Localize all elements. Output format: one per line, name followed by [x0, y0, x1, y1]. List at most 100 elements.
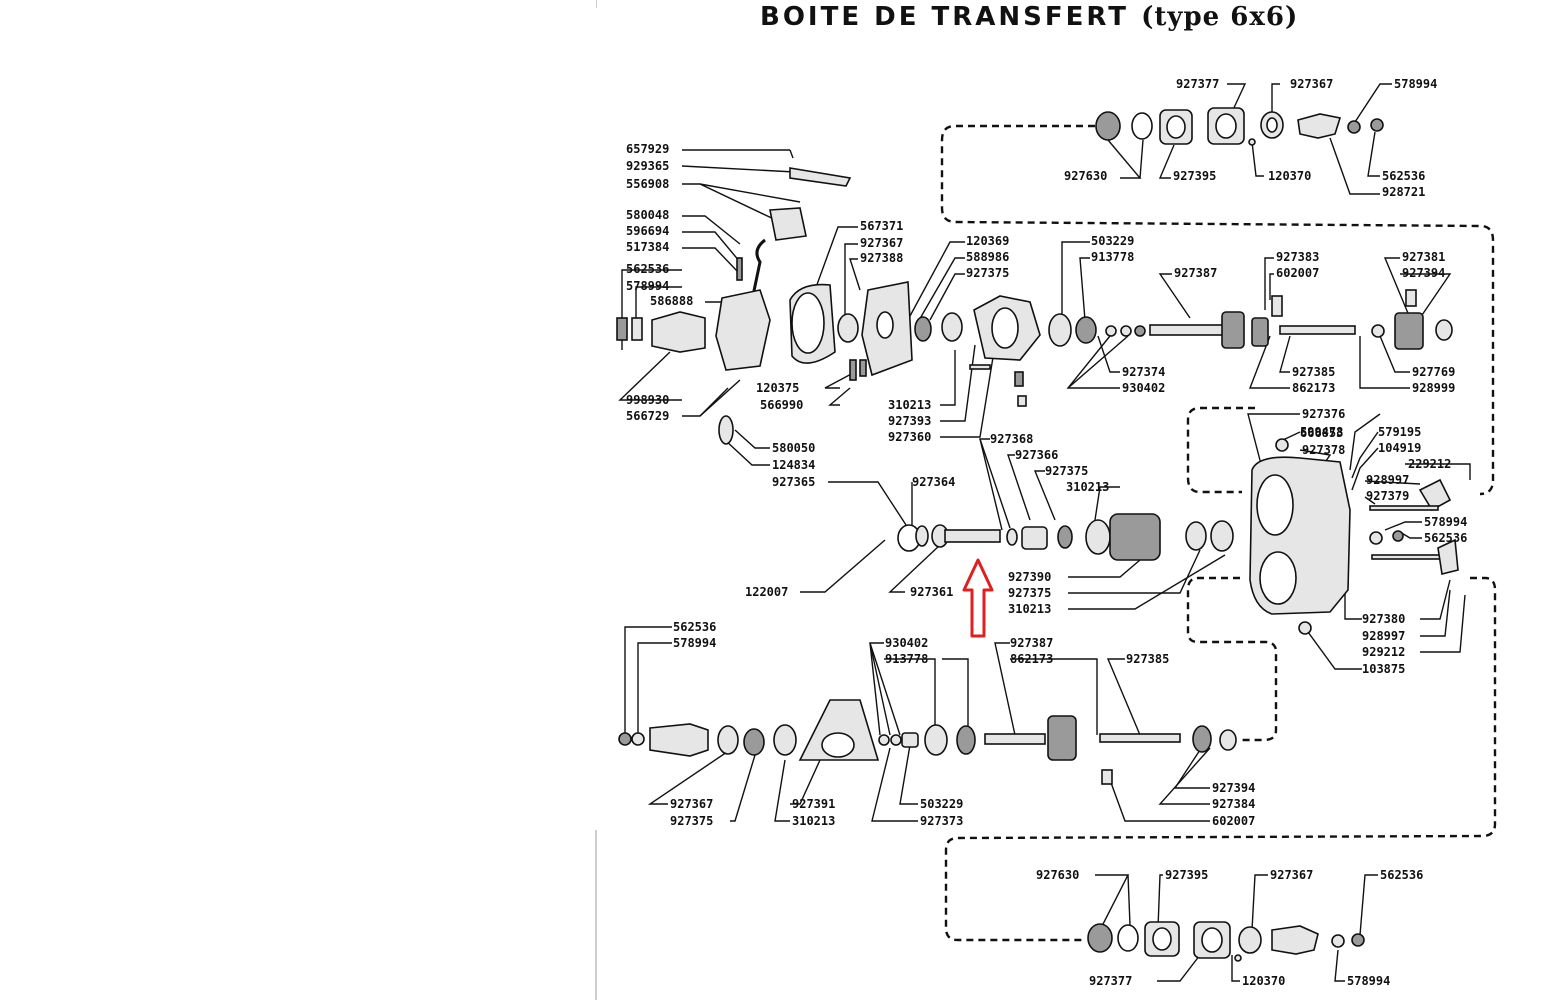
- leader: [699, 387, 729, 417]
- part-number-label: 927388: [860, 251, 903, 265]
- gear-part: [1251, 317, 1269, 347]
- leader: [1157, 874, 1163, 929]
- leader: [1384, 521, 1422, 531]
- leader: [828, 481, 909, 529]
- leader: [618, 351, 682, 401]
- part-number-label: 927385: [1126, 652, 1169, 666]
- small-bolt-part: [849, 359, 857, 381]
- leader: [1158, 273, 1191, 319]
- bearing-cup-part: [773, 724, 797, 756]
- part-number-label: 562536: [626, 262, 669, 276]
- part-number-label: 104919: [1378, 441, 1421, 455]
- leader: [635, 286, 682, 330]
- leader: [1068, 549, 1201, 594]
- part-number-label: 503229: [920, 797, 963, 811]
- leader: [884, 658, 936, 730]
- part-number-label: 120370: [1242, 974, 1285, 988]
- leader: [1359, 874, 1378, 936]
- parts: [616, 107, 1459, 962]
- part-number-label: 927384: [1212, 797, 1255, 811]
- bearing-cup-part: [1048, 313, 1072, 347]
- leader: [1364, 480, 1421, 485]
- leader: [1107, 139, 1142, 179]
- washer-part: [1347, 120, 1361, 134]
- shift-fork-part: [1437, 538, 1459, 575]
- part-number-label: 310213: [1066, 480, 1109, 494]
- leader: [871, 747, 918, 822]
- housing-lower-bore: [1259, 551, 1297, 605]
- part-number-label: 927630: [1064, 169, 1107, 183]
- bearing-part: [914, 316, 932, 342]
- pin-part: [1248, 138, 1256, 146]
- spacer-part: [901, 732, 919, 748]
- part-number-label: 927366: [1015, 448, 1058, 462]
- thrust-washer-part: [1435, 319, 1453, 341]
- part-number-label: 998930: [626, 393, 669, 407]
- part-number-label: 579195: [1378, 425, 1421, 439]
- part-number-label: 562536: [1382, 169, 1425, 183]
- front-shaft-gear-part: [1047, 715, 1077, 761]
- leader: [917, 257, 965, 323]
- spring-part: [718, 415, 734, 445]
- leader: [909, 241, 965, 317]
- leader: [1351, 431, 1379, 479]
- part-number-label: 927374: [1122, 365, 1165, 379]
- part-number-label: 567371: [860, 219, 903, 233]
- page-edge-bottom: [595, 830, 597, 1000]
- part-number-label: 927769: [1412, 365, 1455, 379]
- part-number-label: 580048: [626, 208, 669, 222]
- leader: [682, 379, 741, 417]
- leader: [869, 642, 881, 736]
- part-number-label: 927630: [1036, 868, 1079, 882]
- leader: [1227, 83, 1247, 113]
- leader: [1264, 257, 1274, 310]
- leader: [1359, 336, 1410, 389]
- bearing-part: [1087, 923, 1113, 953]
- bearing-cover-bore: [1166, 115, 1186, 139]
- highlight-arrow: [962, 558, 994, 638]
- oil-seal-part: [717, 725, 739, 755]
- leader: [1109, 779, 1210, 822]
- output-flange-part: [651, 311, 706, 353]
- part-number-label: 929365: [626, 159, 669, 173]
- part-number-label: 927390: [1008, 570, 1051, 584]
- washer-part: [878, 734, 890, 746]
- part-number-label: 927381: [1402, 250, 1445, 264]
- part-number-label: 862173: [1010, 652, 1053, 666]
- washer-part: [1369, 531, 1383, 545]
- leader: [1106, 658, 1141, 736]
- part-number-label: 122007: [745, 585, 788, 599]
- leader: [724, 439, 770, 466]
- seal-ring-part: [915, 525, 929, 547]
- front-shaft-part: [984, 733, 1046, 745]
- leader: [1158, 747, 1211, 805]
- part-number-label: 927377: [1089, 974, 1132, 988]
- part-number-label: 928997: [1366, 473, 1409, 487]
- shift-rail-part: [1369, 505, 1439, 511]
- part-number-label: 927380: [1362, 612, 1405, 626]
- washer-part: [1105, 325, 1117, 337]
- leader: [1279, 335, 1291, 373]
- leader: [940, 344, 996, 438]
- leader: [1364, 496, 1376, 505]
- part-number-label: 927376: [1302, 407, 1345, 421]
- leader: [790, 759, 821, 805]
- flow-loop-right-in: [1186, 406, 1255, 494]
- flow-loop-top: [940, 124, 1495, 496]
- part-number-label: 927375: [670, 814, 713, 828]
- link-rod-part: [748, 238, 766, 311]
- spacer-part: [837, 313, 859, 343]
- part-number-label: 599478: [1300, 425, 1343, 439]
- part-number-label: 120370: [1268, 169, 1311, 183]
- part-number-label: 588986: [966, 250, 1009, 264]
- flow-loop-bottom: [944, 576, 1497, 942]
- leader: [1367, 131, 1380, 177]
- part-number-label: 578994: [1347, 974, 1390, 988]
- leader: [899, 744, 918, 805]
- bearing-part: [743, 728, 765, 756]
- bearing-part: [1210, 520, 1234, 552]
- bearing-cone-part: [1075, 316, 1097, 344]
- seal-part: [1131, 112, 1153, 140]
- part-number-label: 586888: [650, 294, 693, 308]
